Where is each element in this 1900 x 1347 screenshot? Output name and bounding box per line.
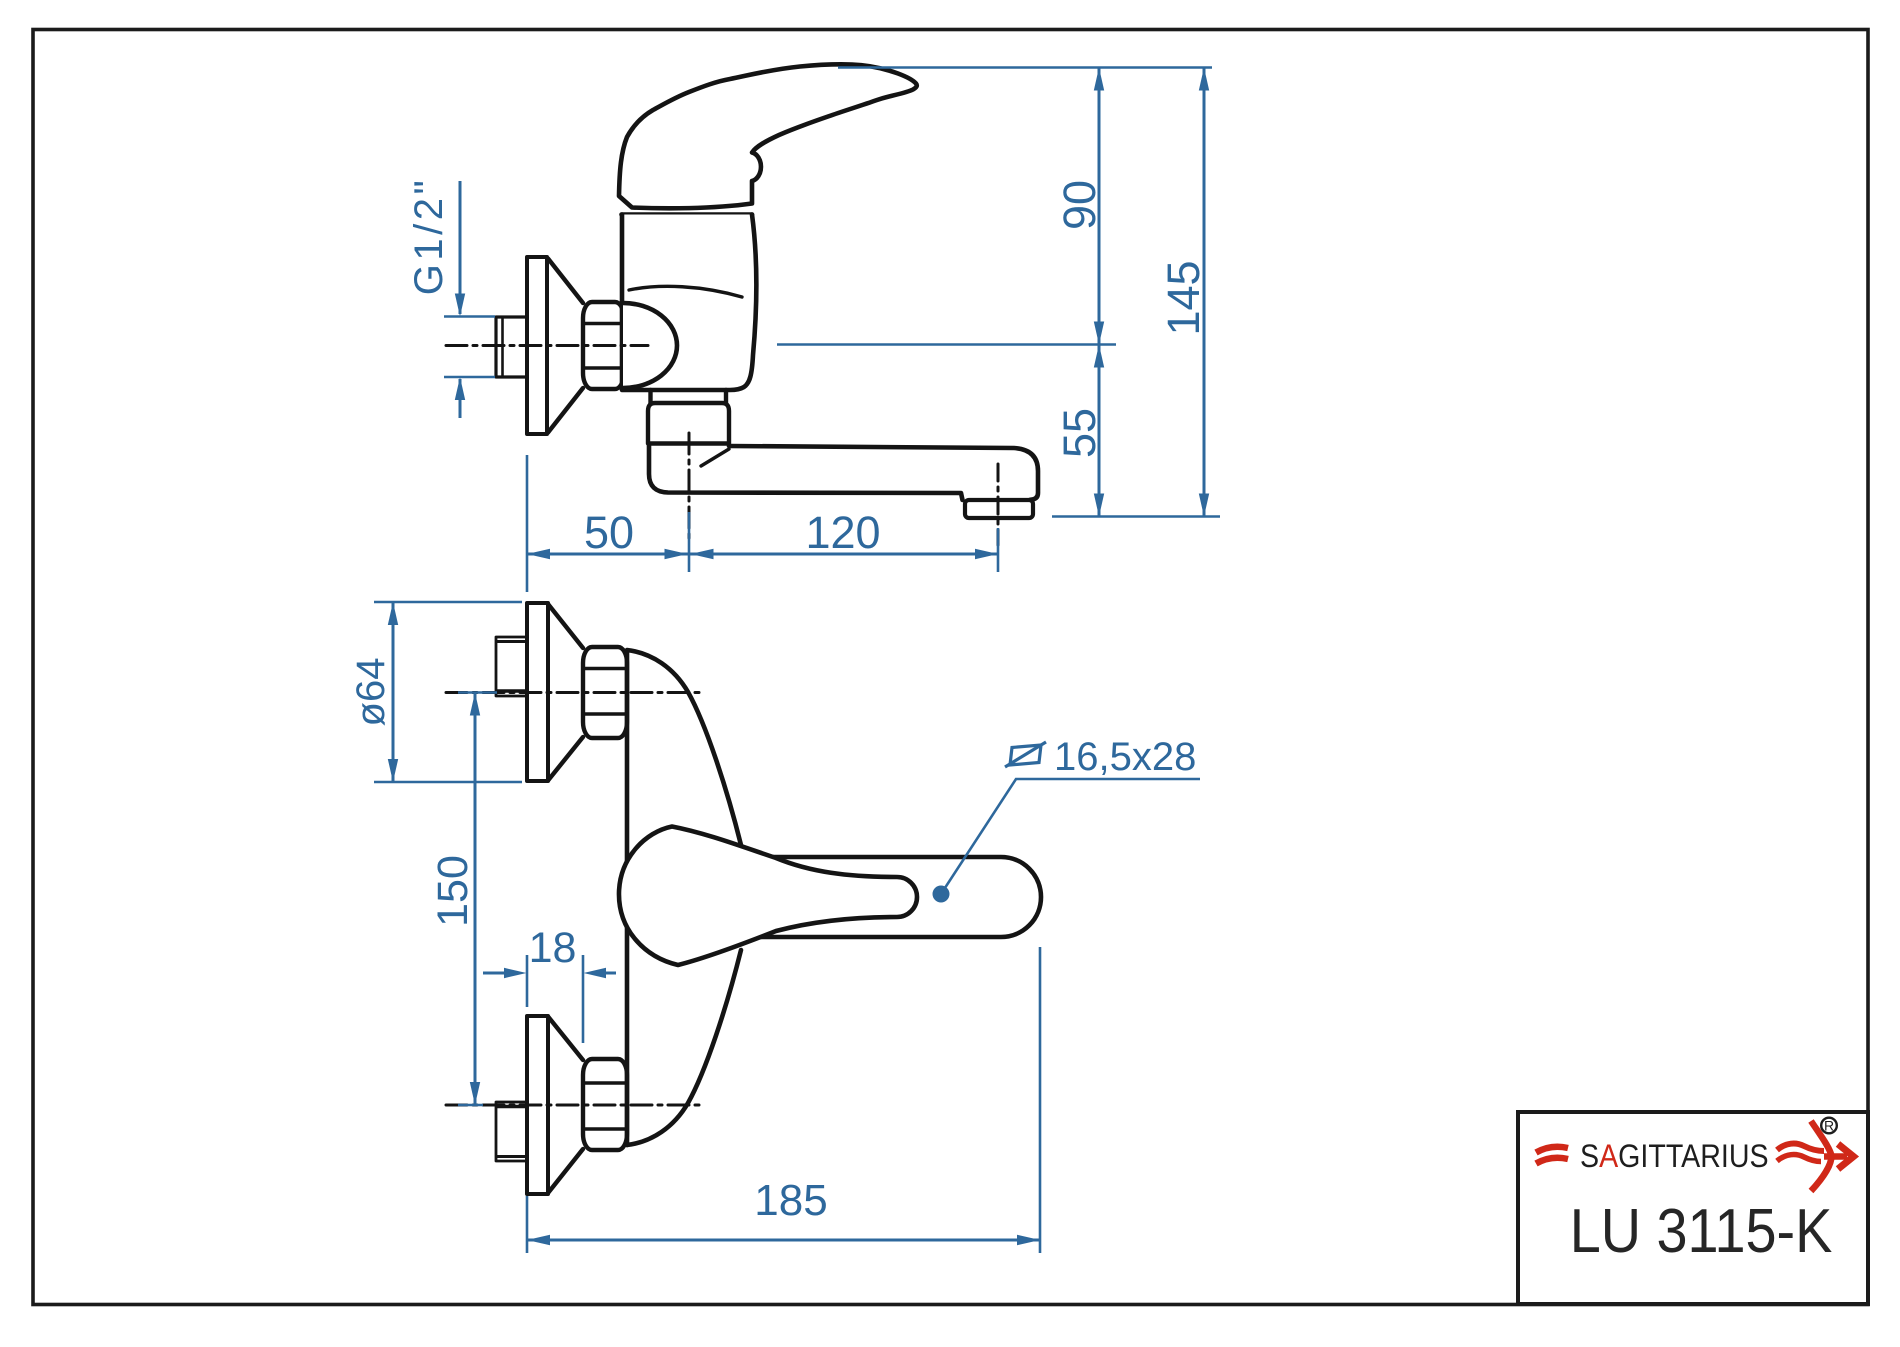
svg-text:R: R	[1824, 1118, 1834, 1134]
svg-text:185: 185	[754, 1176, 827, 1225]
svg-text:150: 150	[429, 855, 477, 927]
svg-text:SAGITTARIUS: SAGITTARIUS	[1580, 1138, 1769, 1174]
svg-text:50: 50	[584, 507, 634, 558]
svg-text:18: 18	[529, 924, 577, 972]
svg-text:LU 3115-K: LU 3115-K	[1570, 1197, 1833, 1265]
svg-text:55: 55	[1054, 408, 1105, 458]
svg-text:120: 120	[805, 507, 880, 558]
svg-text:G1/2": G1/2"	[407, 177, 451, 295]
svg-text:90: 90	[1054, 180, 1105, 230]
svg-text:145: 145	[1158, 260, 1209, 335]
svg-text:ø64: ø64	[349, 658, 393, 727]
svg-text:16,5x28: 16,5x28	[1054, 735, 1196, 779]
